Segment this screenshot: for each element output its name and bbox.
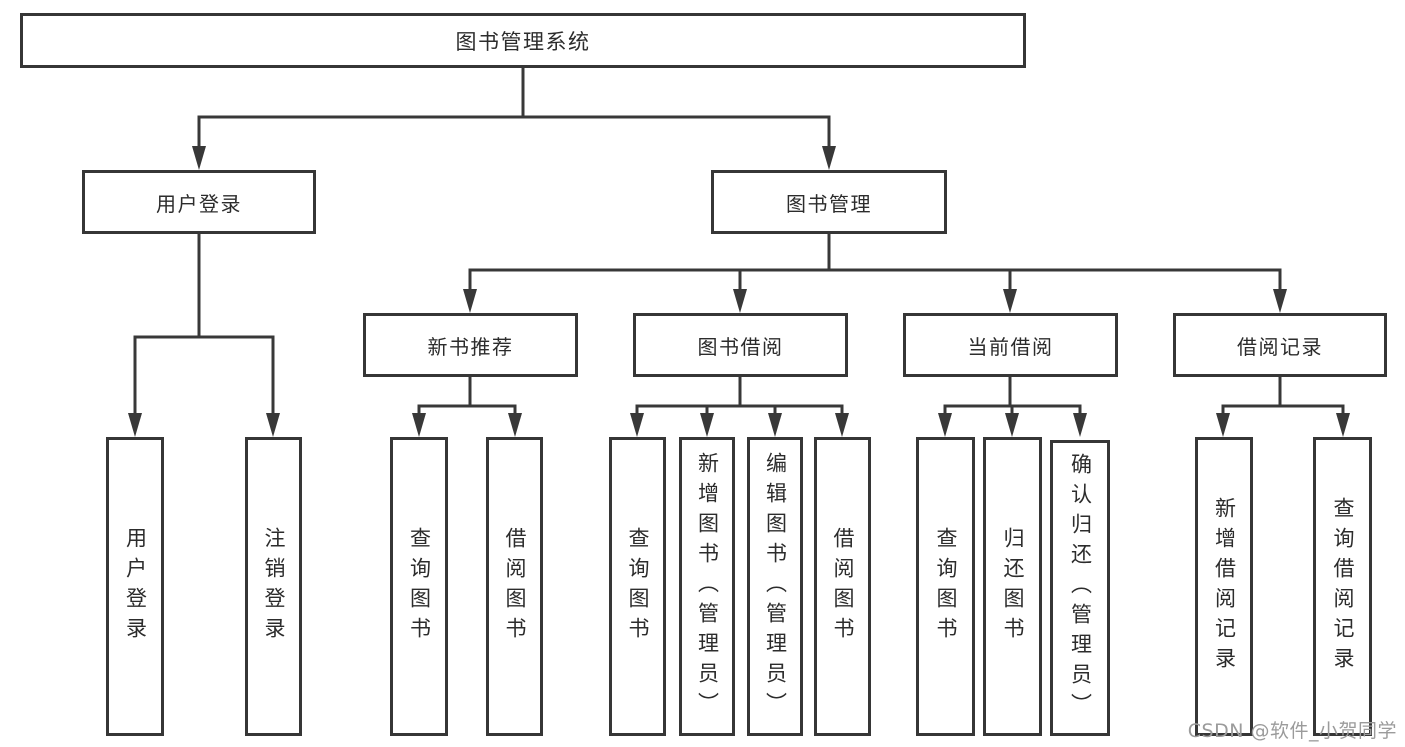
node-br-add-record: 新增借阅记录 xyxy=(1195,437,1253,736)
node-new-book-rec: 新书推荐 xyxy=(363,313,578,377)
node-cb-confirm-return: 确认归还（管理员） xyxy=(1050,440,1110,736)
node-label: 当前借阅 xyxy=(967,334,1054,359)
node-label: 图书借阅 xyxy=(697,334,784,359)
node-user-login-leaf: 用户登录 xyxy=(106,437,164,736)
node-label: 查询图书 xyxy=(407,526,432,647)
node-label: 查询借阅记录 xyxy=(1331,496,1355,677)
node-bb-query-book: 查询图书 xyxy=(609,437,666,736)
node-nbr-query-book: 查询图书 xyxy=(390,437,448,736)
node-label: 新增图书（管理员） xyxy=(695,451,720,722)
node-label: 用户登录 xyxy=(156,191,242,216)
node-label: 用户登录 xyxy=(123,526,148,647)
node-label: 新书推荐 xyxy=(427,334,514,359)
node-label: 查询图书 xyxy=(626,526,650,647)
node-label: 查询图书 xyxy=(934,526,958,647)
node-current-borrow: 当前借阅 xyxy=(903,313,1118,377)
node-bb-add-book: 新增图书（管理员） xyxy=(679,437,735,736)
node-label: 确认归还（管理员） xyxy=(1068,453,1093,723)
node-borrow-records: 借阅记录 xyxy=(1173,313,1387,377)
node-label: 图书管理系统 xyxy=(455,29,591,54)
node-label: 借阅图书 xyxy=(831,526,855,647)
node-book-mgmt: 图书管理 xyxy=(711,170,947,234)
node-label: 注销登录 xyxy=(262,526,286,647)
node-root: 图书管理系统 xyxy=(20,13,1026,68)
node-user-login: 用户登录 xyxy=(82,170,316,234)
node-br-query-record: 查询借阅记录 xyxy=(1313,437,1372,736)
node-book-borrow: 图书借阅 xyxy=(633,313,848,377)
node-label: 新增借阅记录 xyxy=(1212,496,1237,677)
node-logout-leaf: 注销登录 xyxy=(245,437,302,736)
node-bb-borrow-book: 借阅图书 xyxy=(814,437,871,736)
node-label: 图书管理 xyxy=(786,191,872,216)
node-label: 编辑图书（管理员） xyxy=(763,451,788,722)
node-cb-query-book: 查询图书 xyxy=(916,437,975,736)
csdn-watermark: CSDN @软件_小贺同学 xyxy=(1187,720,1397,742)
node-label: 借阅图书 xyxy=(503,526,527,647)
node-nbr-borrow-book: 借阅图书 xyxy=(486,437,543,736)
node-cb-return-book: 归还图书 xyxy=(983,437,1042,736)
node-label: 归还图书 xyxy=(1001,526,1025,647)
node-bb-edit-book: 编辑图书（管理员） xyxy=(747,437,803,736)
node-label: 借阅记录 xyxy=(1237,334,1323,359)
